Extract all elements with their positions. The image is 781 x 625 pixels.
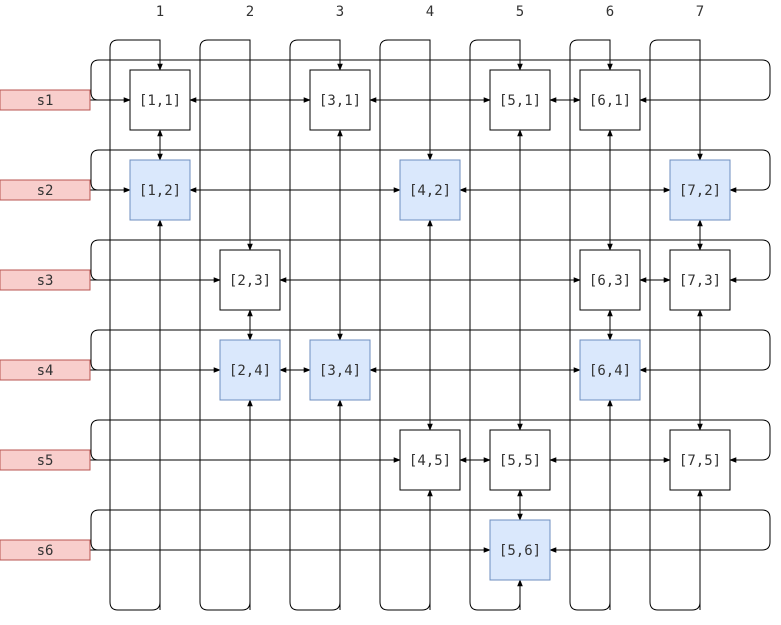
node-5-6: [5,6] (489, 519, 551, 581)
svg-text:[2,4]: [2,4] (229, 363, 271, 379)
column-loop-4 (379, 39, 431, 611)
node-5-5: [5,5] (489, 429, 551, 491)
svg-text:[1,1]: [1,1] (139, 93, 181, 109)
column-label-5: 5 (516, 4, 524, 20)
column-label-1: 1 (156, 4, 164, 20)
node-1-1: [1,1] (129, 69, 191, 131)
svg-text:[4,2]: [4,2] (409, 183, 451, 199)
column-loop-5 (469, 39, 521, 611)
node-6-1: [6,1] (579, 69, 641, 131)
svg-text:[6,3]: [6,3] (589, 273, 631, 289)
column-loop-1 (109, 39, 161, 611)
column-loop-7 (649, 39, 701, 611)
node-4-2: [4,2] (399, 159, 461, 221)
node-7-2: [7,2] (669, 159, 731, 221)
node-2-3: [2,3] (219, 249, 281, 311)
svg-text:[7,2]: [7,2] (679, 183, 721, 199)
node-3-1: [3,1] (309, 69, 371, 131)
svg-text:s4: s4 (37, 363, 54, 379)
svg-text:[4,5]: [4,5] (409, 453, 451, 469)
svg-text:[5,6]: [5,6] (499, 543, 541, 559)
node-5-1: [5,1] (489, 69, 551, 131)
node-3-4: [3,4] (309, 339, 371, 401)
node-2-4: [2,4] (219, 339, 281, 401)
column-label-3: 3 (336, 4, 344, 20)
svg-text:[5,5]: [5,5] (499, 453, 541, 469)
svg-text:[3,1]: [3,1] (319, 93, 361, 109)
node-6-4: [6,4] (579, 339, 641, 401)
node-7-5: [7,5] (669, 429, 731, 491)
node-4-5: [4,5] (399, 429, 461, 491)
svg-text:[2,3]: [2,3] (229, 273, 271, 289)
node-6-3: [6,3] (579, 249, 641, 311)
row-label-s5: s5 (0, 449, 91, 471)
column-label-2: 2 (246, 4, 254, 20)
svg-text:s6: s6 (37, 543, 54, 559)
row-label-s2: s2 (0, 179, 91, 201)
row-label-s6: s6 (0, 539, 91, 561)
node-1-2: [1,2] (129, 159, 191, 221)
svg-text:s2: s2 (37, 183, 54, 199)
svg-text:[7,3]: [7,3] (679, 273, 721, 289)
column-loop-3 (289, 39, 341, 611)
column-loop-6 (569, 39, 611, 611)
svg-text:[6,4]: [6,4] (589, 363, 631, 379)
row-label-s4: s4 (0, 359, 91, 381)
node-7-3: [7,3] (669, 249, 731, 311)
svg-text:s5: s5 (37, 453, 54, 469)
row-label-s3: s3 (0, 269, 91, 291)
row-label-s1: s1 (0, 89, 91, 111)
column-label-7: 7 (696, 4, 704, 20)
svg-text:s1: s1 (37, 93, 54, 109)
svg-text:[5,1]: [5,1] (499, 93, 541, 109)
svg-text:[1,2]: [1,2] (139, 183, 181, 199)
svg-text:s3: s3 (37, 273, 54, 289)
svg-text:[6,1]: [6,1] (589, 93, 631, 109)
column-label-4: 4 (426, 4, 434, 20)
column-loop-2 (199, 39, 251, 611)
column-label-6: 6 (606, 4, 614, 20)
svg-text:[3,4]: [3,4] (319, 363, 361, 379)
svg-text:[7,5]: [7,5] (679, 453, 721, 469)
